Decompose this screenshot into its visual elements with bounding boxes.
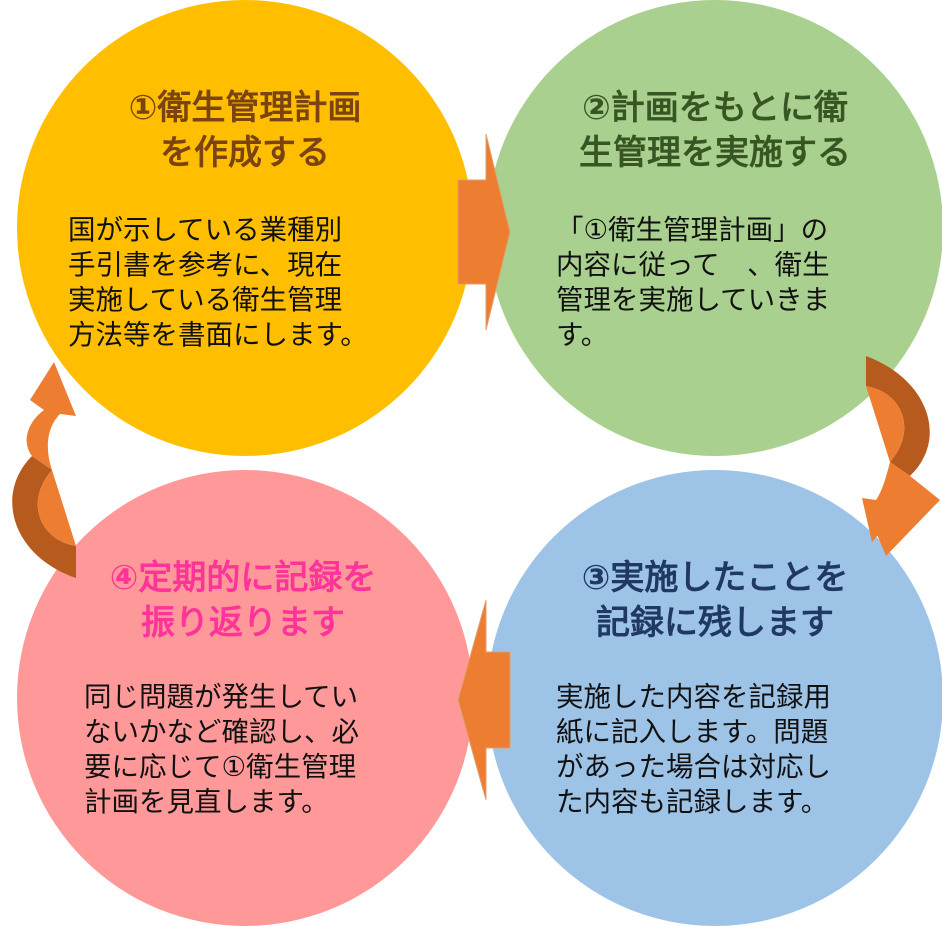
step3-title: ③実施したことを 記録に残します bbox=[581, 558, 849, 643]
step2-circle bbox=[487, 0, 942, 456]
arrow-left-icon bbox=[457, 599, 511, 801]
step1-description: 国が示している業種別 手引書を参考に、現在 実施している衛生管理 方法等を書面に… bbox=[68, 214, 368, 351]
step2-title: ②計画をもとに衛 生管理を実施する bbox=[579, 88, 851, 173]
step1-circle bbox=[17, 0, 473, 456]
curved-arrow-down-icon bbox=[862, 356, 940, 556]
curved-arrow-up-icon bbox=[12, 362, 76, 578]
step3-description: 実施した内容を記録用 紙に記入します。問題 があった場合は対応し た内容も記録し… bbox=[556, 681, 831, 818]
step4-circle bbox=[17, 470, 473, 926]
arrow-right-icon bbox=[457, 133, 511, 331]
step1-title: ①衛生管理計画 を作成する bbox=[128, 88, 362, 173]
step4-description: 同じ問題が発生してい ないかなど確認し、必 要に応じて①衛生管理 計画を見直しま… bbox=[84, 681, 359, 818]
step2-description: 「①衛生管理計画」の 内容に従って 、衛生 管理を実施していきま す。 bbox=[556, 214, 831, 351]
step4-title: ④定期的に記録を 振り返ります bbox=[109, 558, 377, 643]
step3-circle bbox=[487, 470, 942, 926]
